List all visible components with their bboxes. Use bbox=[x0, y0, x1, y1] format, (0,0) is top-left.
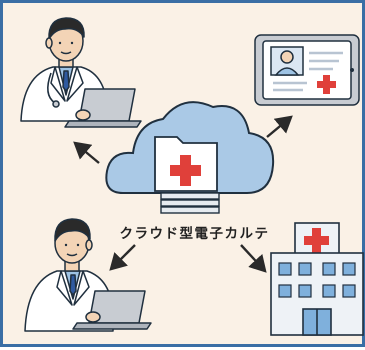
hospital-icon bbox=[270, 222, 364, 336]
diagram-label: クラウド型電子カルテ bbox=[107, 222, 282, 242]
doctor-bottom-icon bbox=[24, 218, 152, 332]
diagram-canvas bbox=[20, 17, 364, 336]
tablet-icon bbox=[254, 34, 360, 106]
connection-arrows bbox=[73, 115, 293, 273]
arrow-to-tablet bbox=[266, 115, 293, 138]
doctor-top-icon bbox=[20, 17, 142, 128]
arrow-to-doctor-bottom bbox=[109, 244, 136, 271]
cloud-icon bbox=[105, 101, 275, 214]
arrow-to-doctor-top bbox=[73, 141, 100, 164]
arrow-to-hospital bbox=[240, 244, 267, 273]
